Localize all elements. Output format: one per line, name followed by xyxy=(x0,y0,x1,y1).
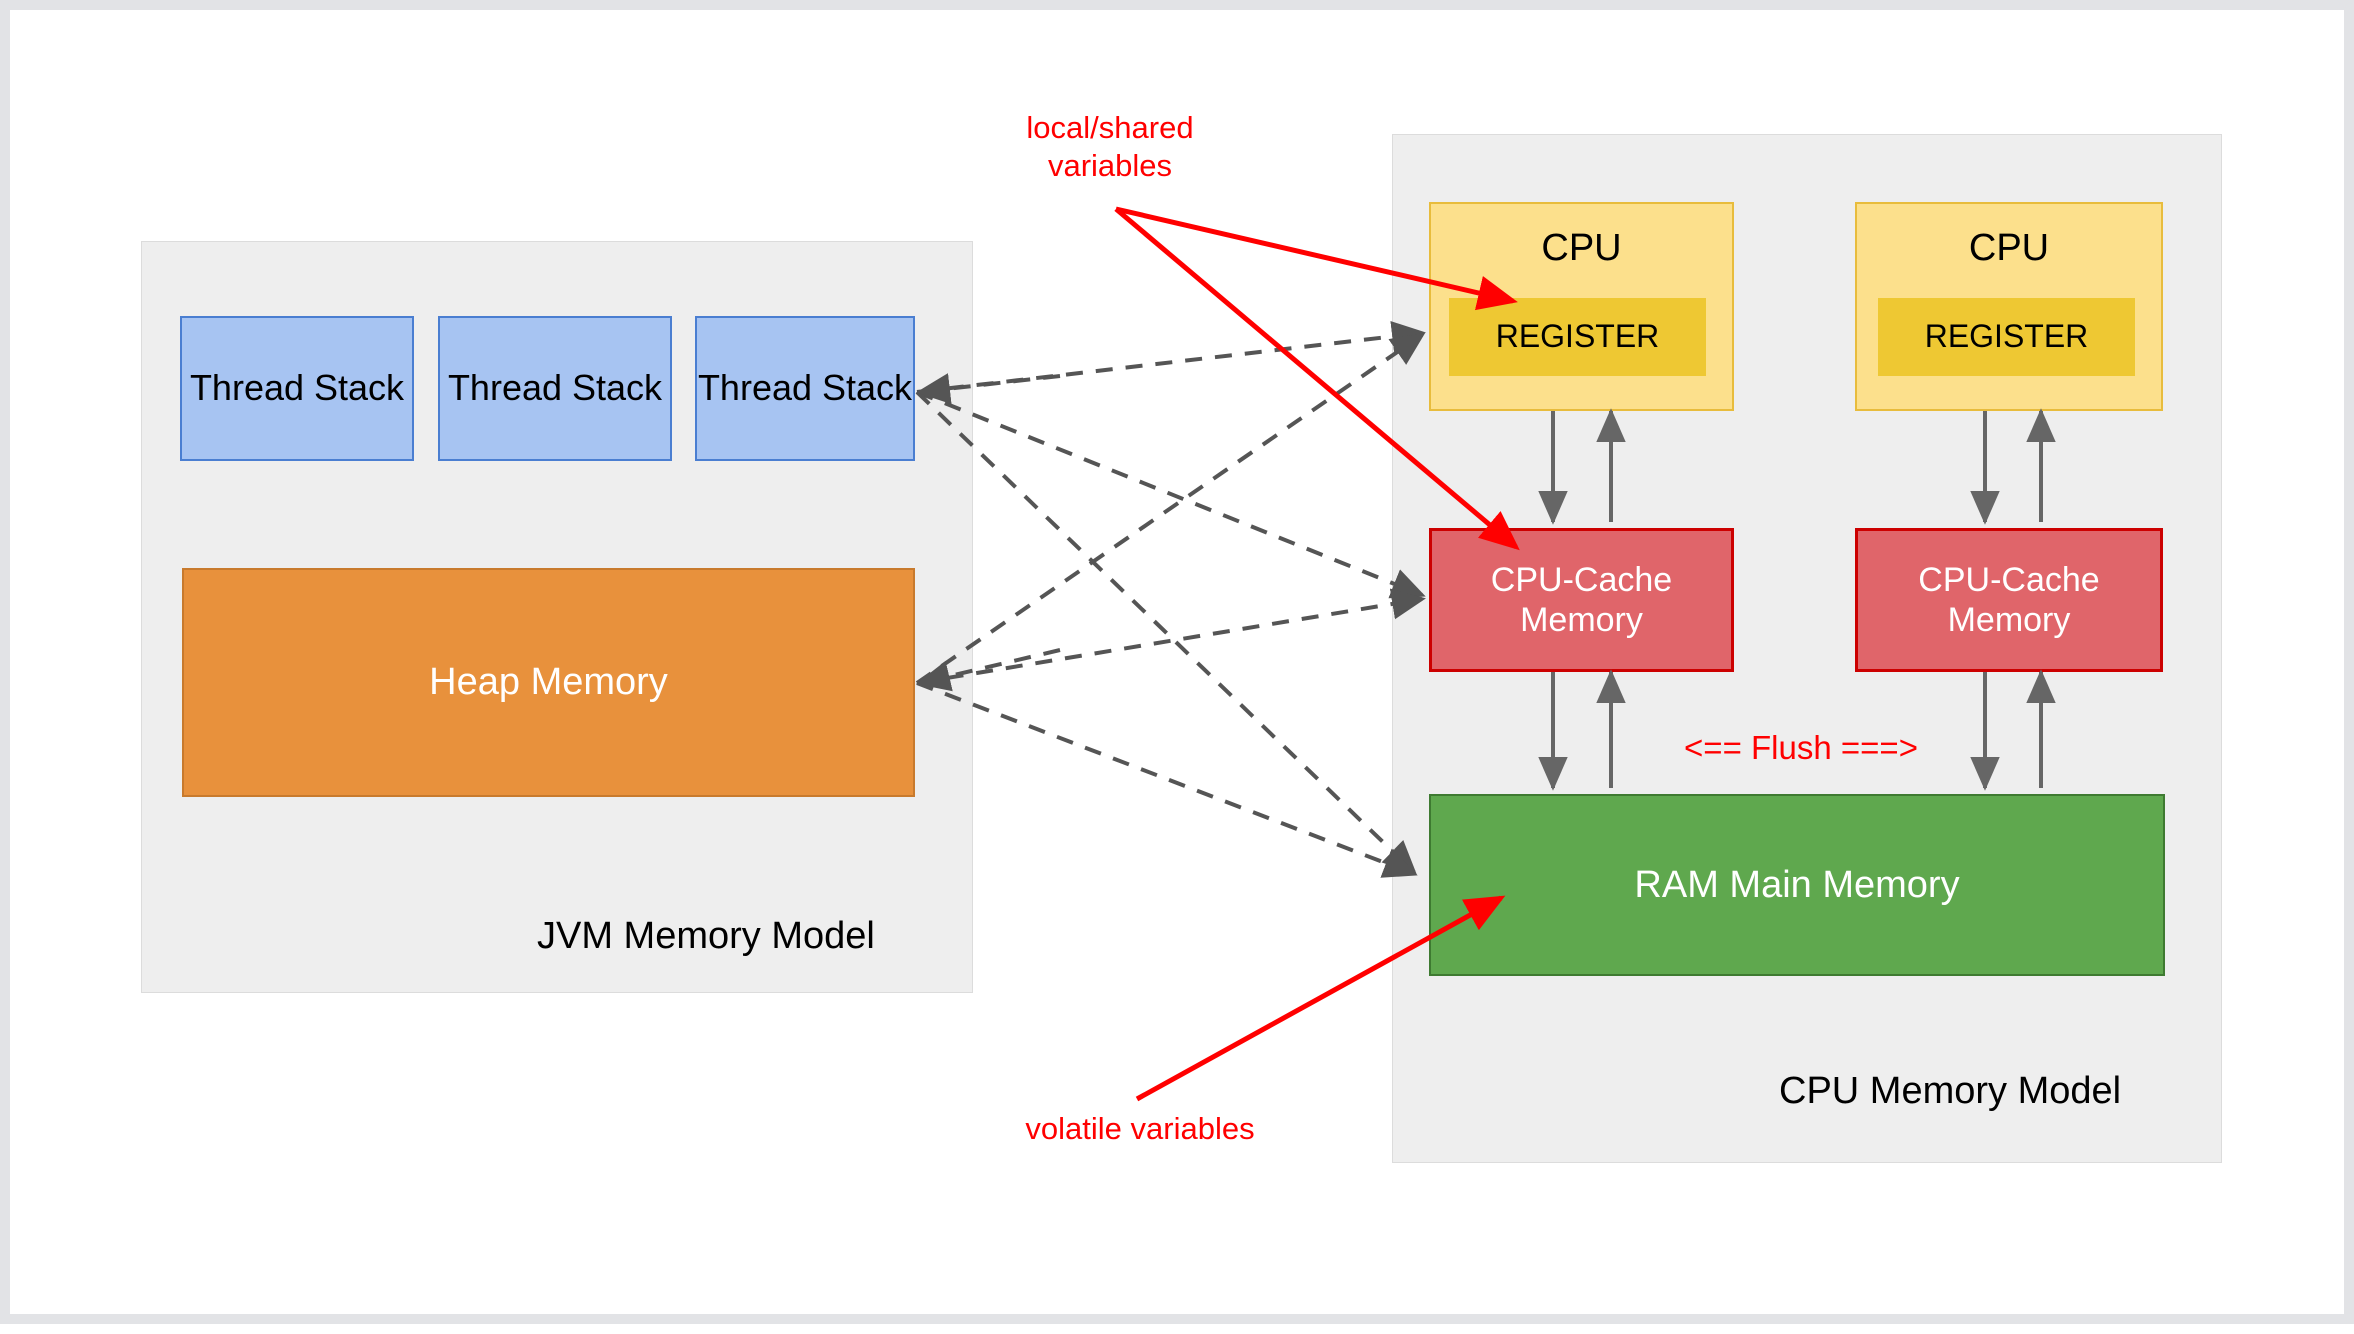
register-label-2: REGISTER xyxy=(1924,318,2089,355)
thread-stack-box-2: Thread Stack xyxy=(438,316,672,461)
thread-stack-label-3: Thread Stack xyxy=(697,367,913,409)
cpu-cache-memory-box-2: CPU-Cache Memory xyxy=(1855,528,2163,672)
heap-memory-box: Heap Memory xyxy=(182,568,915,797)
ram-main-memory-box: RAM Main Memory xyxy=(1429,794,2165,976)
ram-main-memory-label: RAM Main Memory xyxy=(1634,863,1960,906)
jvm-memory-model-title: JVM Memory Model xyxy=(537,915,875,957)
cpu-label-1: CPU xyxy=(1541,227,1622,269)
cpu-cache-memory-label-1: CPU-Cache Memory xyxy=(1490,560,1673,639)
volatile-variables-annotation: volatile variables xyxy=(1025,1111,1255,1146)
local-shared-variables-annotation: local/shared variables xyxy=(1026,110,1194,183)
heap-memory-label: Heap Memory xyxy=(429,661,668,704)
cpu-label-2: CPU xyxy=(1968,227,2050,269)
thread-stack-box-1: Thread Stack xyxy=(180,316,414,461)
thread-stack-label-1: Thread Stack xyxy=(189,367,405,409)
cpu-memory-model-title: CPU Memory Model xyxy=(1779,1070,2122,1112)
cpu-cache-memory-box-1: CPU-Cache Memory xyxy=(1429,528,1734,672)
thread-stack-box-3: Thread Stack xyxy=(695,316,915,461)
register-label-1: REGISTER xyxy=(1495,318,1660,355)
register-box-1: REGISTER xyxy=(1449,298,1706,376)
flush-label: <== Flush ===> xyxy=(1684,729,1918,766)
thread-stack-label-2: Thread Stack xyxy=(447,367,663,409)
register-box-2: REGISTER xyxy=(1878,298,2135,376)
cpu-cache-memory-label-2: CPU-Cache Memory xyxy=(1918,560,2100,639)
